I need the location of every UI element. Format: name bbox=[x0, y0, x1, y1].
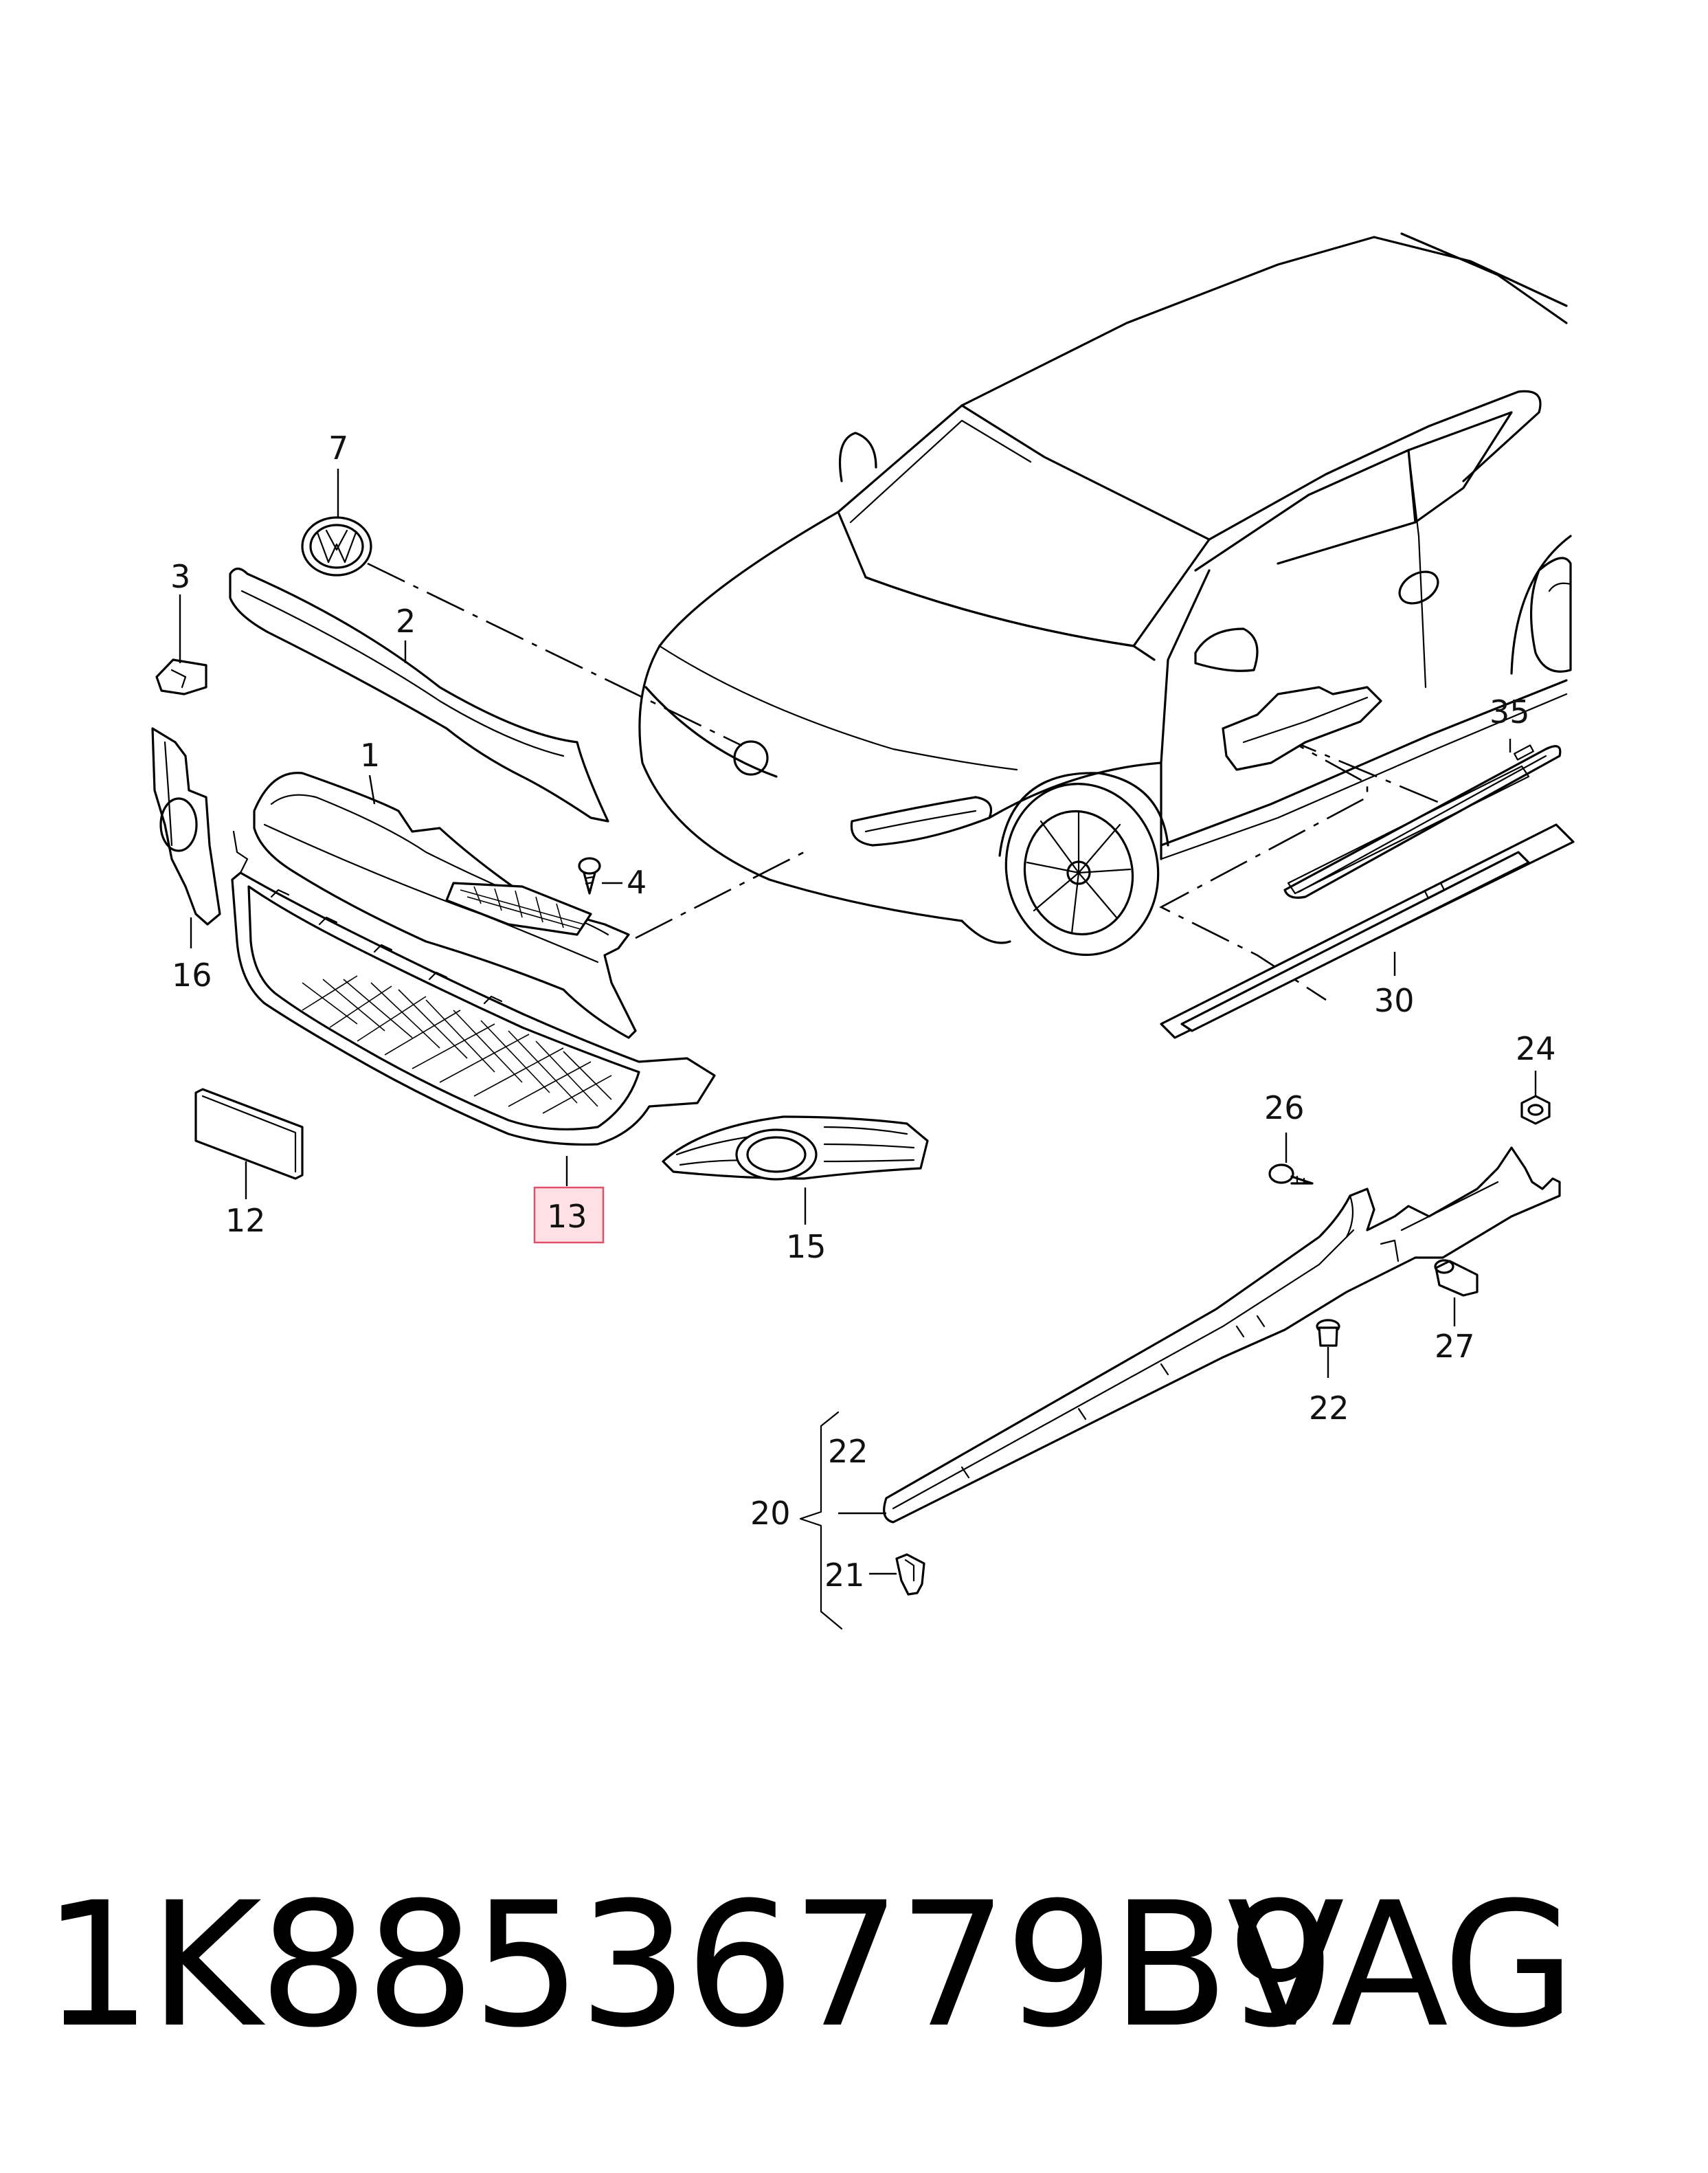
callout-1: 1 bbox=[360, 737, 380, 774]
clip-21-part bbox=[895, 1553, 925, 1596]
side-sill-trim-upper-part bbox=[1283, 744, 1562, 899]
fastener-clip-27-part bbox=[1434, 1259, 1479, 1297]
part-number-caption: 1K88536779B9 bbox=[43, 1865, 1336, 2065]
callout-4: 4 bbox=[627, 864, 647, 901]
car-body-illustration bbox=[638, 232, 1572, 956]
callout-26: 26 bbox=[1264, 1089, 1305, 1126]
fog-light-grille-part bbox=[662, 1115, 929, 1181]
assembly-guide-lines bbox=[367, 562, 1443, 1001]
callout-7: 7 bbox=[328, 430, 348, 467]
lower-grille-part bbox=[231, 830, 716, 1146]
side-skirt-part bbox=[883, 1146, 1561, 1524]
sill-plate-part bbox=[1160, 765, 1575, 1039]
vw-emblem-part bbox=[301, 516, 372, 577]
fastener-screw-26-part bbox=[1268, 1163, 1314, 1185]
grille-trim-strip-part bbox=[229, 567, 609, 823]
fastener-nut-part bbox=[1520, 1095, 1551, 1125]
callout-30: 30 bbox=[1374, 982, 1415, 1019]
side-mounting-bracket-part bbox=[151, 727, 221, 926]
callout-20: 20 bbox=[750, 1495, 791, 1532]
callout-15: 15 bbox=[786, 1228, 827, 1265]
highlight-box-13 bbox=[533, 1186, 605, 1244]
callout-24: 24 bbox=[1516, 1030, 1556, 1067]
grille-mesh-pattern bbox=[302, 975, 612, 1114]
callout-27: 27 bbox=[1435, 1328, 1475, 1365]
license-plate-holder-part bbox=[194, 1088, 304, 1180]
callout-12: 12 bbox=[225, 1202, 266, 1239]
sill-upper-bracket-part bbox=[1222, 686, 1382, 771]
callout-labels: 7 3 2 1 4 16 12 13 15 35 30 24 26 27 22 … bbox=[170, 430, 1556, 1594]
callout-leader-lines bbox=[179, 469, 1537, 1575]
callout-13: 13 bbox=[547, 1198, 587, 1235]
callout-21: 21 bbox=[824, 1557, 865, 1594]
callout-22-right: 22 bbox=[1309, 1390, 1349, 1427]
callout-22-left: 22 bbox=[828, 1433, 868, 1470]
callout-35: 35 bbox=[1490, 693, 1530, 731]
brand-caption: VAG bbox=[1227, 1865, 1575, 2065]
fastener-pin-22-part bbox=[1316, 1319, 1340, 1347]
callout-16: 16 bbox=[172, 957, 212, 994]
upper-grille-part bbox=[253, 772, 637, 1039]
callout-3: 3 bbox=[170, 558, 190, 595]
screw-part bbox=[578, 857, 601, 895]
callout-2: 2 bbox=[396, 603, 416, 640]
bracket-clip-part bbox=[155, 658, 207, 695]
